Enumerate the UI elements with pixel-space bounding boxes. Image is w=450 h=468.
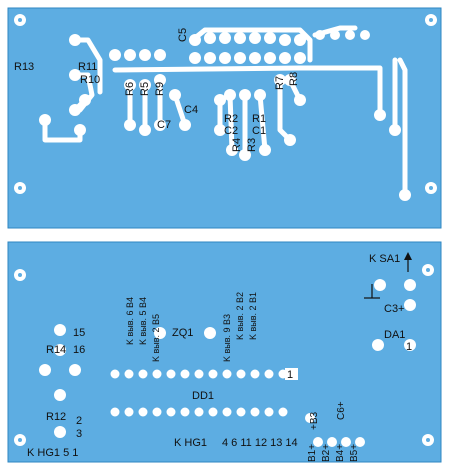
label-r13: R13 [14, 61, 34, 73]
label-r6: R6 [124, 82, 136, 96]
label-b1: B1+ [307, 444, 318, 462]
label-c1: C1 [252, 125, 266, 137]
label-da1: DA1 [384, 329, 405, 341]
dd1-pads [109, 368, 289, 418]
label-kb1: K выв. 2 B1 [248, 292, 258, 340]
ground-symbol [364, 284, 380, 299]
label-kb4b: K выв. 5 B4 [138, 297, 148, 345]
arrow-icon [404, 252, 412, 272]
label-da1-pin: 1 [406, 341, 412, 353]
label-r12: R12 [46, 411, 66, 423]
top-board: R13 R11 R10 C5 R6 R5 R9 C4 C7 R7 R8 R2 R… [7, 7, 442, 229]
label-b2: B2+ [321, 444, 332, 462]
label-pin15: 15 [73, 327, 85, 339]
label-r5: R5 [139, 82, 151, 96]
top-pads [39, 30, 411, 201]
label-r3: R3 [246, 138, 258, 152]
label-kb5: K выв. 2 B5 [151, 314, 161, 362]
label-r1: R1 [252, 113, 266, 125]
label-ksa1: K SA1 [369, 253, 400, 265]
label-b3: +B3 [309, 411, 320, 430]
top-labels: R13 R11 R10 C5 R6 R5 R9 C4 C7 R7 R8 R2 R… [14, 28, 300, 152]
label-b4: B4+ [335, 444, 346, 462]
label-dd1: DD1 [192, 390, 214, 402]
label-r2: R2 [224, 113, 238, 125]
label-c2: C2 [224, 125, 238, 137]
label-c5: C5 [177, 28, 189, 42]
label-c6: C6+ [336, 401, 347, 420]
label-khg1-left: K HG1 5 1 [27, 447, 78, 459]
label-dd1-pin: 1 [287, 369, 293, 381]
dd1-pin1-pad [285, 368, 298, 380]
label-b5: B5+ [349, 444, 360, 462]
label-r7: R7 [274, 76, 286, 90]
label-r14: R14 [46, 344, 66, 356]
label-pin2: 2 [76, 415, 82, 427]
label-zq1: ZQ1 [172, 327, 193, 339]
top-board-substrate [7, 7, 442, 229]
bottom-labels: K SA1 C3+ DA1 1 ZQ1 DD1 1 15 16 R14 R12 … [27, 253, 412, 462]
label-c3: C3+ [384, 303, 405, 315]
bottom-board-substrate [7, 241, 442, 463]
label-kb4: K выв. 6 B4 [125, 297, 135, 345]
label-pin3: 3 [76, 428, 82, 440]
label-kb3: K выв. 9 B3 [222, 314, 232, 362]
label-kb2: K выв. 2 B2 [235, 292, 245, 340]
bottom-board: K SA1 C3+ DA1 1 ZQ1 DD1 1 15 16 R14 R12 … [7, 241, 442, 463]
label-r11: R11 [78, 61, 97, 73]
label-r4: R4 [231, 138, 243, 152]
label-khg1-bottom: K HG1 [174, 437, 207, 449]
label-c4: C4 [184, 104, 198, 116]
label-c7: C7 [157, 119, 171, 131]
bottom-pads [39, 279, 416, 447]
label-r10: R10 [80, 74, 100, 86]
label-r8: R8 [288, 72, 300, 86]
label-pin16: 16 [73, 344, 85, 356]
label-r9: R9 [154, 82, 166, 96]
label-hg-pins: 4 6 11 12 13 14 [222, 437, 298, 449]
